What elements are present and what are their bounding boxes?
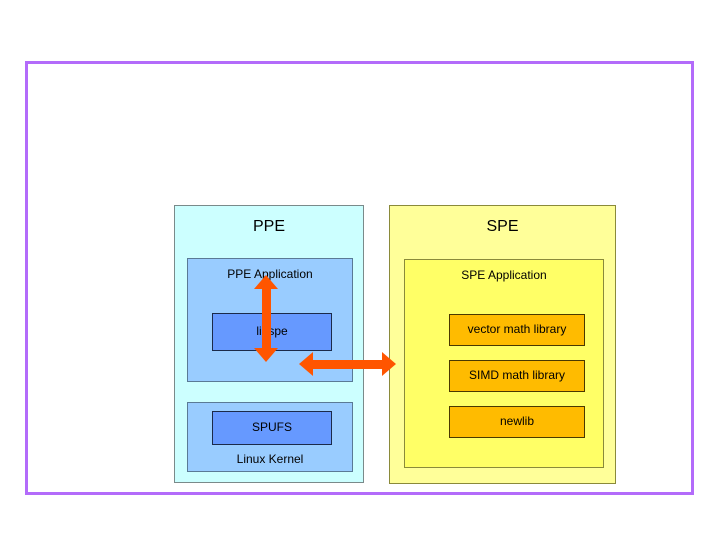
linux-kernel-box: SPUFS Linux Kernel — [187, 402, 353, 472]
spufs-label: SPUFS — [251, 420, 292, 435]
spe-title: SPE — [486, 218, 519, 235]
spufs-box: SPUFS — [212, 411, 332, 445]
linux-kernel-label: Linux Kernel — [236, 452, 304, 466]
libspe-spufs-arrow-head-up-icon — [254, 275, 278, 289]
libspe-spufs-arrow-shaft — [262, 288, 271, 350]
simd-math-library-label: SIMD math library — [468, 368, 566, 383]
libspe-spufs-arrow-head-down-icon — [254, 348, 278, 362]
libspe-label: libspe — [256, 324, 288, 339]
libspe-box: libspe — [212, 313, 332, 351]
ppe-title: PPE — [252, 218, 285, 235]
spe-panel: SPE SPE Application vector math library … — [389, 205, 616, 484]
spufs-spe-arrow-shaft — [311, 360, 385, 369]
vector-math-library-label: vector math library — [467, 322, 567, 337]
spe-application-label: SPE Application — [461, 268, 547, 282]
spe-application-box: SPE Application vector math library SIMD… — [404, 259, 604, 468]
vector-math-library-box: vector math library — [449, 314, 585, 346]
ppe-panel: PPE PPE Application libspe SPUFS Linux K… — [174, 205, 364, 483]
ppe-application-label: PPE Application — [227, 267, 313, 281]
diagram-outer-frame: PPE PPE Application libspe SPUFS Linux K… — [25, 61, 694, 495]
newlib-box: newlib — [449, 406, 585, 438]
spufs-spe-arrow-head-left-icon — [299, 352, 313, 376]
spufs-spe-arrow-head-right-icon — [382, 352, 396, 376]
simd-math-library-box: SIMD math library — [449, 360, 585, 392]
newlib-label: newlib — [499, 414, 535, 429]
